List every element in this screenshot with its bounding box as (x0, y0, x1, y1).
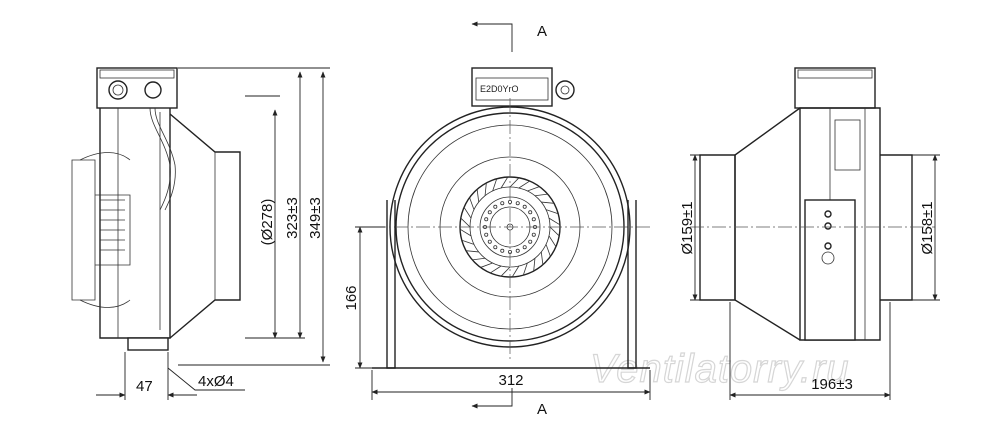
watermark: Ventilatorry.ru (590, 347, 850, 391)
side-foot (127, 337, 169, 351)
impeller-blade (522, 262, 528, 276)
rear-label-plate (804, 199, 856, 341)
impeller-blade (480, 262, 493, 268)
impeller-blade (548, 217, 561, 226)
dim-base-width-label: 312 (498, 372, 523, 389)
hub-hole (484, 217, 489, 222)
impeller-blade (534, 193, 548, 197)
hub-hole (484, 232, 489, 237)
impeller-blade (509, 177, 520, 188)
impeller-blade (540, 251, 544, 265)
hub-hole (487, 239, 492, 244)
rear-terminal-box (794, 67, 876, 109)
section-mark-top: A (537, 23, 547, 40)
rear-view: Ø159±1 Ø158±1 196±3 (679, 67, 940, 400)
front-view: A A E2D0YrO 166 312 (343, 21, 651, 418)
dim-width-label: 47 (136, 378, 153, 395)
impeller-blade (511, 265, 520, 278)
impeller-blade (545, 209, 559, 215)
dim-inner-dia-label: (Ø278) (259, 199, 276, 246)
impeller-blade (492, 178, 498, 192)
hub-hole (493, 204, 498, 209)
impeller-blade (490, 265, 502, 274)
hub-hole (515, 248, 520, 253)
dim-axis-height-label: 166 (343, 285, 360, 310)
impeller-blade (518, 180, 530, 189)
dim-height-inner-label: 323±3 (284, 197, 301, 239)
impeller-blade (548, 235, 557, 247)
impeller-blade (527, 186, 540, 192)
impeller-blade (465, 250, 479, 253)
dim-length-label: 196±3 (811, 376, 853, 393)
impeller-blade (533, 258, 536, 272)
hub-hole (487, 210, 492, 215)
section-mark-bottom: A (537, 401, 547, 418)
impeller-blade (549, 226, 560, 237)
impeller-blade (461, 239, 475, 245)
hub-hole (531, 232, 536, 237)
impeller-blade (484, 182, 487, 196)
hub-hole (500, 201, 505, 206)
terminal-label: E2D0YrO (480, 84, 519, 94)
impeller-blade (500, 266, 511, 277)
impeller-blade (459, 228, 472, 237)
side-terminal-box (96, 67, 178, 109)
hub-hole (522, 245, 527, 250)
impeller-blade (476, 189, 480, 203)
side-view: 47 4xØ4 (Ø278) 323±3 349±3 (71, 67, 330, 400)
hub-hole (528, 239, 533, 244)
hub-hole (531, 217, 536, 222)
impeller-blade (460, 217, 471, 228)
hub-hole (515, 201, 520, 206)
impeller-blade (541, 201, 555, 204)
impeller-blade (472, 257, 486, 261)
dim-outlet-dia-label: Ø158±1 (919, 201, 936, 254)
impeller-blade (469, 197, 475, 210)
dim-inlet-dia-label: Ø159±1 (679, 201, 696, 254)
impeller-blade (500, 176, 509, 189)
dim-height-total-label: 349±3 (307, 197, 324, 239)
dim-holes-label: 4xØ4 (198, 373, 234, 390)
hub-hole (528, 210, 533, 215)
hub-hole (493, 245, 498, 250)
hub-hole (500, 248, 505, 253)
impeller-blade (463, 207, 472, 219)
hub-hole (522, 204, 527, 209)
impeller-blade (545, 244, 551, 257)
